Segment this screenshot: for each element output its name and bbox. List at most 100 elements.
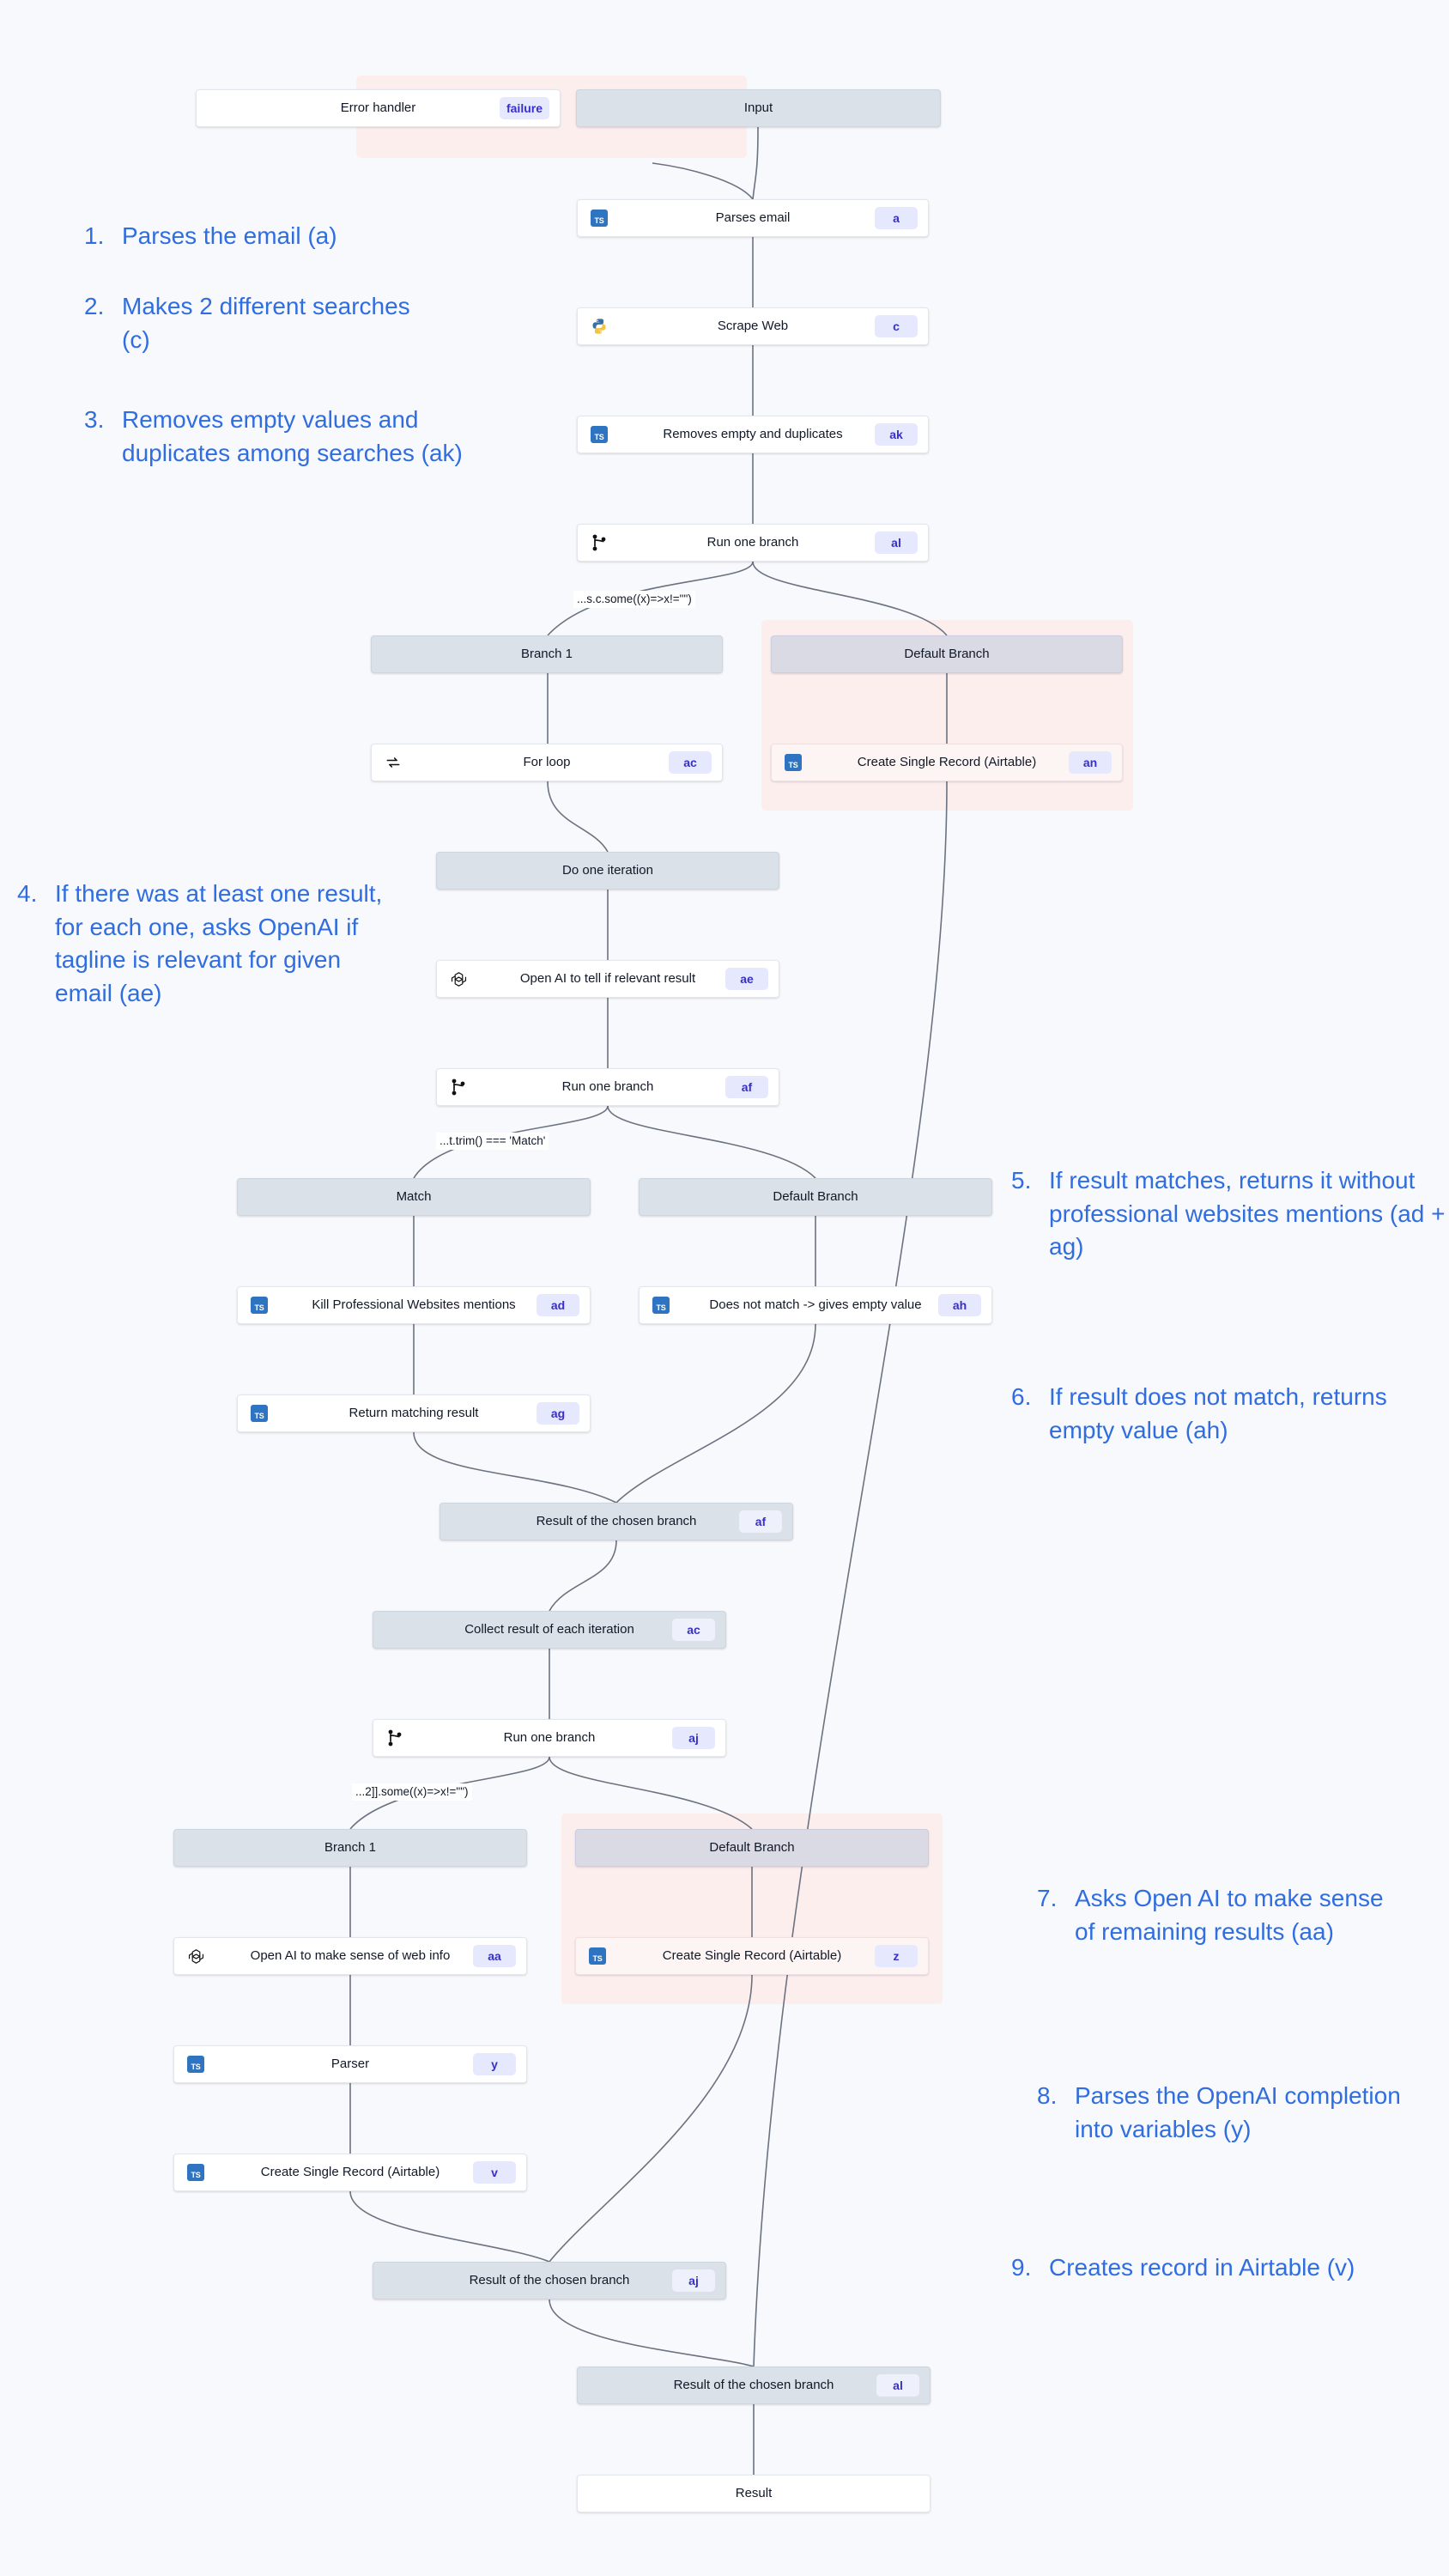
node-badge: ag [537, 1402, 579, 1425]
node-badge: ad [537, 1294, 579, 1316]
annotation-step-8: 8.Parses the OpenAI completion into vari… [1037, 2080, 1406, 2146]
node-result[interactable]: Result [577, 2475, 931, 2512]
annotation-text: If result matches, returns it without pr… [1049, 1167, 1446, 1261]
annotation-text: Creates record in Airtable (v) [1049, 2254, 1355, 2281]
typescript-icon: TS [590, 425, 609, 444]
node-label: Default Branch [773, 1189, 858, 1204]
node-badge: c [875, 315, 918, 337]
openai-glyph [188, 1948, 203, 1964]
node-label: Default Branch [709, 1840, 795, 1855]
annotation-number: 6. [1011, 1383, 1032, 1410]
loop-icon [384, 753, 403, 772]
node-match-branch[interactable]: Match [237, 1178, 591, 1216]
typescript-glyph: TS [652, 1297, 670, 1314]
node-badge: failure [499, 97, 549, 119]
annotation-number: 8. [1037, 2082, 1058, 2109]
annotation-text: Asks Open AI to make sense of remaining … [1075, 1885, 1384, 1945]
annotation-step-6: 6. If result does not match, returns empt… [1011, 1381, 1423, 1447]
node-badge: af [739, 1510, 782, 1533]
node-badge: an [1069, 751, 1112, 774]
node-label: Result [735, 2486, 773, 2500]
node-badge: ac [672, 1619, 715, 1641]
annotation-step-1: 1. Parses the email (a) [84, 220, 530, 253]
node-badge: ae [725, 968, 768, 990]
typescript-glyph: TS [591, 210, 608, 227]
node-badge: ac [669, 751, 712, 774]
node-label: Branch 1 [520, 647, 573, 661]
annotation-text: Removes empty values and duplicates amon… [122, 406, 463, 466]
typescript-glyph: TS [251, 1297, 268, 1314]
typescript-glyph: TS [187, 2056, 204, 2073]
annotation-number: 7. [1037, 1885, 1058, 1911]
typescript-icon: TS [186, 2163, 205, 2182]
annotation-number: 4. [17, 880, 38, 907]
openai-icon [449, 969, 468, 988]
node-default-branch-bot[interactable]: Default Branch [575, 1829, 929, 1867]
branch-icon [385, 1728, 404, 1747]
typescript-glyph: TS [785, 754, 802, 771]
edge-condition-cond-af: ...t.trim() === 'Match' [436, 1133, 549, 1151]
annotation-step-5: 5. If result matches, returns it without … [1011, 1164, 1449, 1264]
annotation-text: Parses the email (a) [122, 222, 337, 249]
annotation-number: 1. [84, 222, 105, 249]
typescript-icon: TS [784, 753, 803, 772]
typescript-icon: TS [652, 1296, 670, 1315]
typescript-glyph: TS [251, 1405, 268, 1422]
node-default-branch-mid[interactable]: Default Branch [639, 1178, 992, 1216]
node-badge: ah [938, 1294, 981, 1316]
branch-glyph [452, 1078, 465, 1096]
node-badge: ak [875, 423, 918, 446]
typescript-icon: TS [250, 1404, 269, 1423]
typescript-glyph: TS [187, 2164, 204, 2181]
openai-glyph [451, 971, 466, 987]
annotation-number: 2. [84, 293, 105, 319]
node-badge: al [876, 2374, 919, 2397]
annotation-step-2: 2.Makes 2 different searches (c) [84, 290, 427, 356]
annotation-number: 9. [1011, 2254, 1032, 2281]
node-badge: aj [672, 1727, 715, 1749]
node-branch-1-bot[interactable]: Branch 1 [173, 1829, 527, 1867]
node-badge: z [875, 1945, 918, 1967]
node-badge: aa [473, 1945, 516, 1967]
node-label: Branch 1 [324, 1840, 377, 1855]
typescript-glyph: TS [589, 1947, 606, 1965]
node-label: Input [743, 100, 773, 115]
node-label: Do one iteration [562, 863, 653, 878]
annotation-text: If result does not match, returns empty … [1049, 1383, 1387, 1443]
node-do-one-iteration[interactable]: Do one iteration [436, 852, 779, 890]
node-default-branch-top[interactable]: Default Branch [771, 635, 1123, 673]
node-input[interactable]: Input [576, 89, 941, 127]
node-badge: af [725, 1076, 768, 1098]
branch-icon [590, 533, 609, 552]
edge-condition-cond-al: ...s.c.some((x)=>x!="") [573, 591, 695, 609]
node-badge: a [875, 207, 918, 229]
annotation-number: 3. [84, 406, 105, 433]
openai-icon [186, 1947, 205, 1965]
typescript-icon: TS [588, 1947, 607, 1965]
loop-glyph [386, 757, 400, 768]
annotation-number: 5. [1011, 1167, 1032, 1194]
node-branch-1-top[interactable]: Branch 1 [371, 635, 723, 673]
